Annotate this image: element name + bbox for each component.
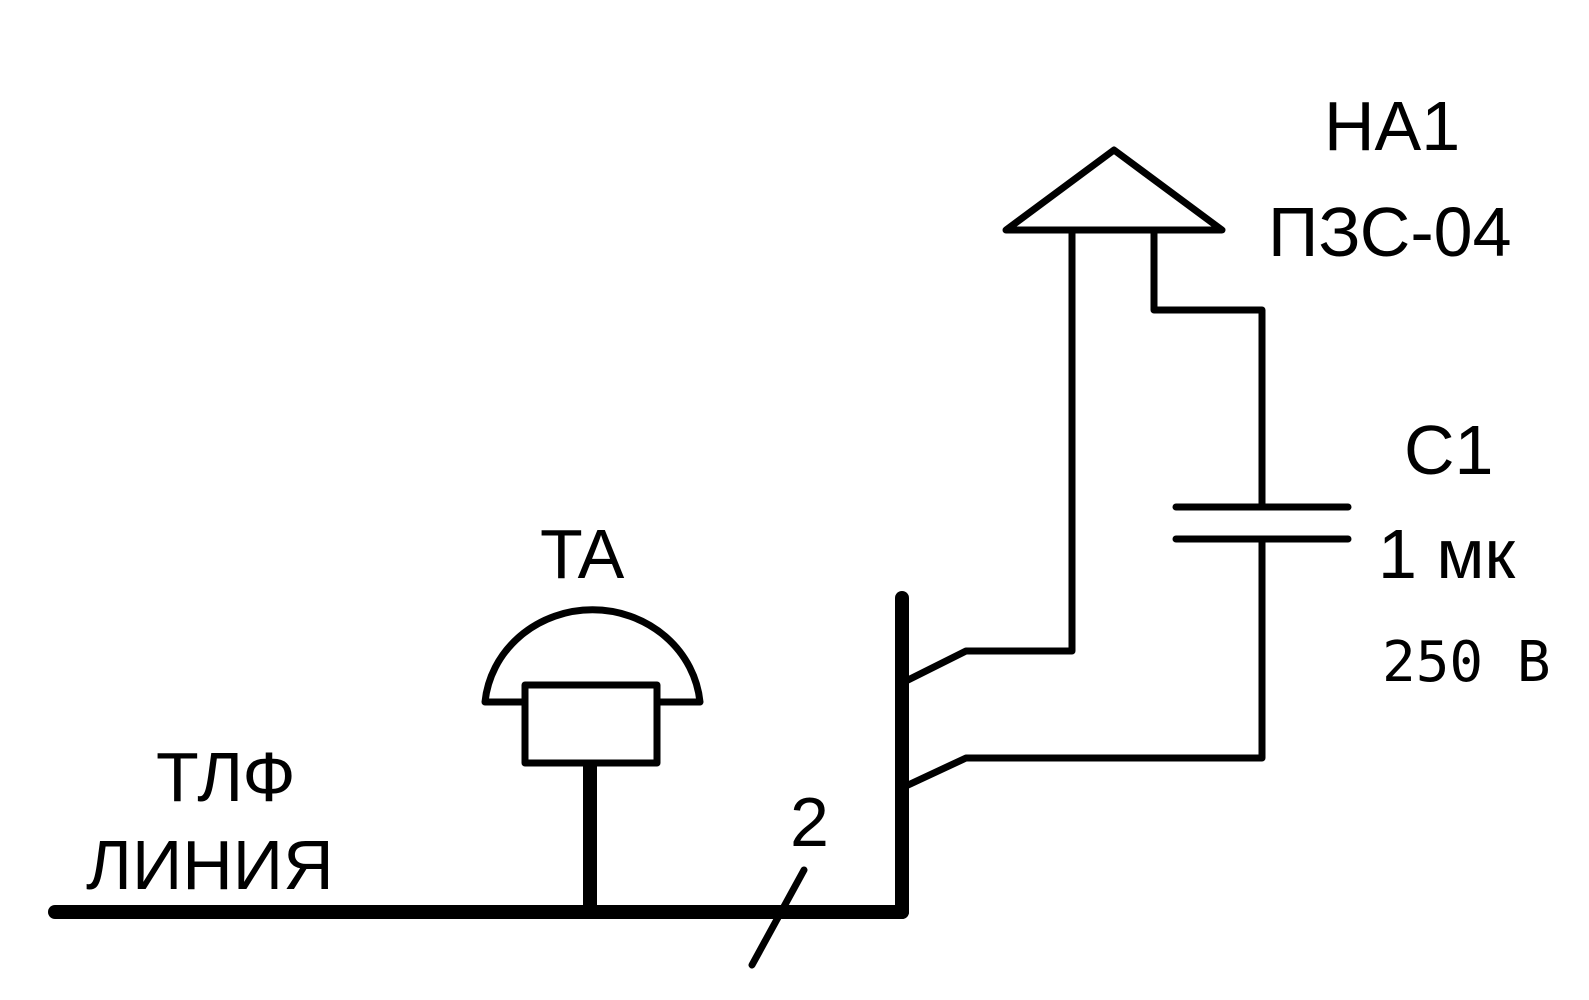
piezo-sounder-ha1-symbol	[1002, 146, 1266, 509]
label-ha1-type: ПЗС-04	[1268, 193, 1512, 271]
wire-count-slash	[748, 866, 808, 969]
bus-taps	[902, 226, 1266, 790]
tap-to-ha1	[902, 226, 1076, 685]
capacitor-c1-symbol	[1172, 503, 1352, 543]
telephone-ta-symbol	[481, 606, 704, 917]
label-line-1: ТЛФ	[156, 738, 296, 816]
ha1-right-lead	[1150, 226, 1266, 509]
ha1-triangle	[1002, 146, 1226, 234]
label-c1-value: 1 мк	[1378, 515, 1516, 593]
label-c1-ref: C1	[1404, 411, 1493, 489]
ta-dome	[481, 606, 704, 706]
tap-to-c1	[902, 535, 1266, 790]
label-wire-count: 2	[790, 783, 829, 861]
label-ha1-ref: HA1	[1324, 87, 1460, 165]
label-c1-voltage: 250 В	[1382, 630, 1551, 695]
ta-body	[521, 681, 661, 767]
telephone-line	[48, 591, 909, 969]
label-line-2: ЛИНИЯ	[86, 826, 334, 904]
label-ta-ref: TA	[540, 515, 625, 593]
